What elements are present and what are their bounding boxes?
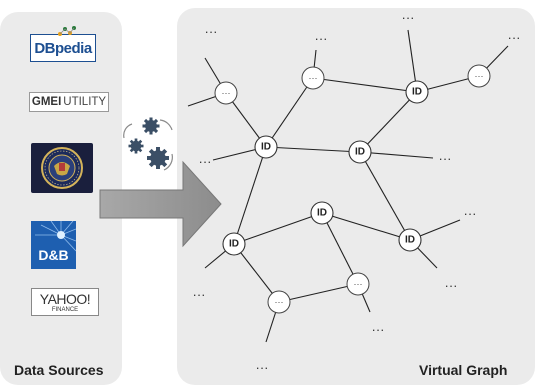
yahoo-finance-logo: YAHOO! FINANCE: [31, 288, 99, 316]
gears-icon: [123, 117, 173, 171]
dbpedia-logo: DBpedia: [30, 26, 96, 62]
transform-arrow: [99, 160, 222, 248]
virtual-graph-label: Virtual Graph: [419, 362, 508, 378]
dnb-text: D&B: [38, 247, 69, 263]
gmei-text: GMEI: [31, 96, 62, 108]
finance-text: FINANCE: [51, 306, 79, 313]
gmei-utility-logo: GMEI UTILITY: [29, 92, 109, 112]
dnb-logo: D&B: [31, 221, 76, 269]
yahoo-text: YAHOO!: [39, 290, 91, 307]
virtual-graph-panel: [177, 8, 535, 385]
dnb-burst-icon: [35, 221, 76, 252]
data-sources-label: Data Sources: [14, 362, 104, 378]
utility-text: UTILITY: [63, 96, 107, 108]
sec-seal-icon: [41, 147, 83, 189]
dbpedia-dots-icon: [58, 26, 76, 36]
sec-seal-logo: [31, 143, 93, 193]
dbpedia-text: DBpedia: [34, 39, 92, 57]
